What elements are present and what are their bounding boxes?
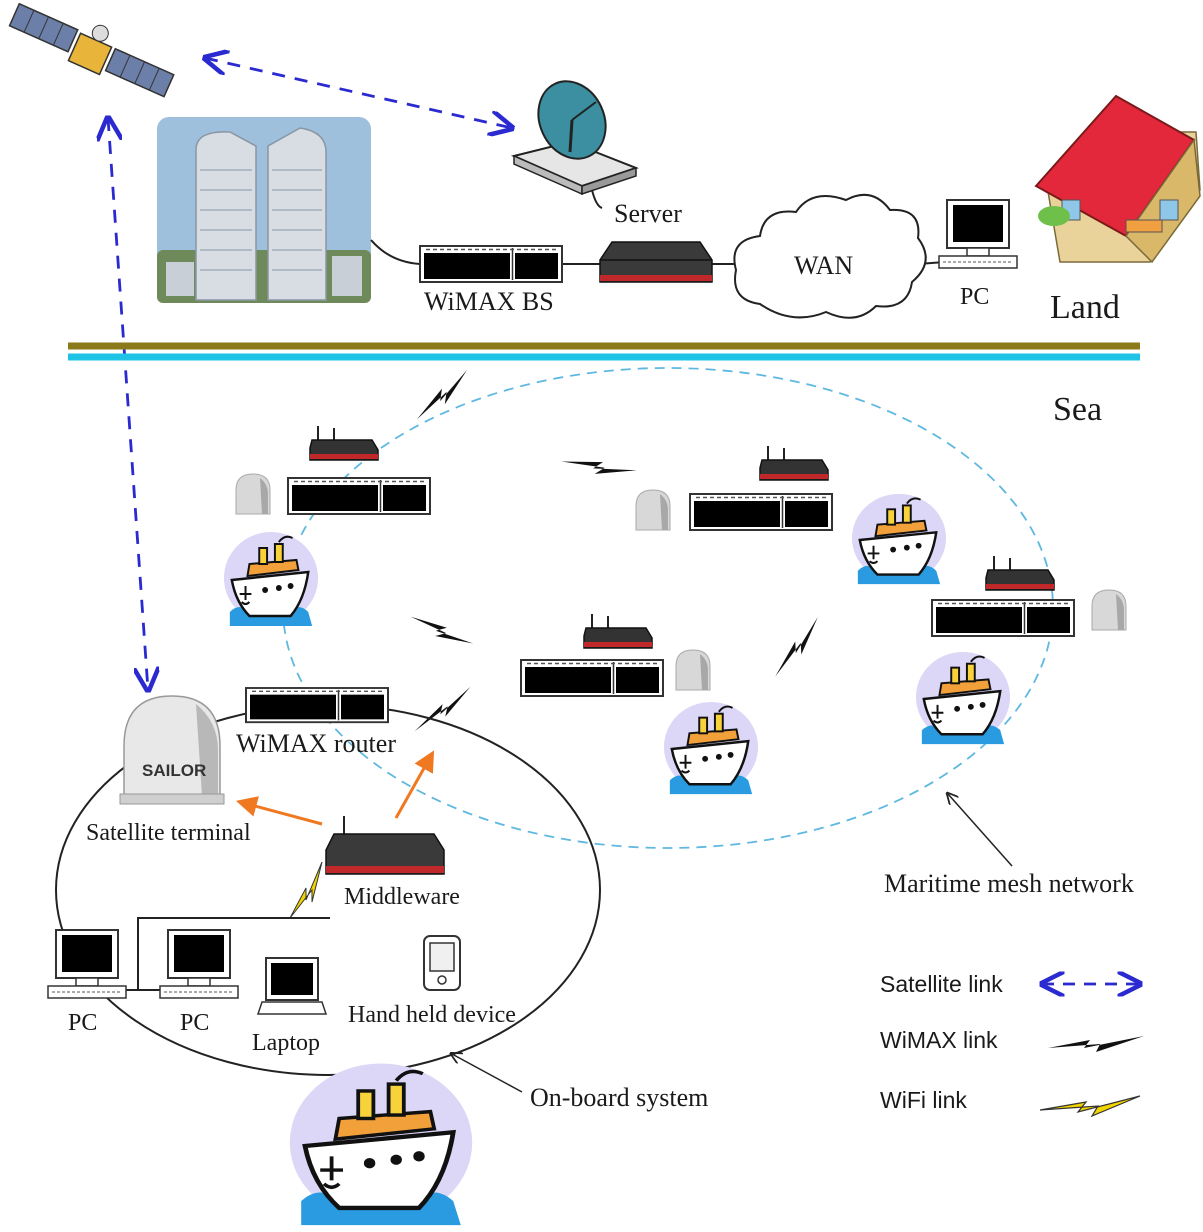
- wimax-bs-label: WiMAX BS: [424, 287, 554, 316]
- server-label: Server: [614, 199, 682, 228]
- wimax-router-icon-node1: [287, 477, 431, 515]
- maritime-mesh-pointer: [948, 794, 1013, 867]
- office-building-icon: [157, 117, 371, 303]
- land-label: Land: [1050, 289, 1120, 326]
- router-icon-node1: [309, 425, 379, 461]
- wimax-router-icon-node3: [520, 659, 664, 697]
- middleware-icon: [325, 816, 445, 875]
- onboard-pc-label-1: PC: [68, 1010, 97, 1036]
- house-icon: [1034, 94, 1201, 264]
- legend-wifi-link-label: WiFi link: [880, 1087, 967, 1113]
- wimax-link-router-node3: [408, 686, 478, 732]
- middleware-label: Middleware: [344, 884, 460, 910]
- onboard-system-pointer: [452, 1054, 523, 1093]
- wimax-router-icon-node4: [931, 599, 1075, 637]
- legend-wimax-link-symbol: [1048, 1036, 1144, 1052]
- handheld-device-icon: [423, 935, 461, 991]
- handheld-device-label: Hand held device: [348, 1002, 516, 1028]
- sea-label: Sea: [1053, 391, 1102, 428]
- laptop-label: Laptop: [252, 1030, 320, 1056]
- onboard-pc-icon-1: [47, 929, 127, 999]
- wimax-bs-icon: [419, 245, 563, 283]
- wimax-link-node3-node4: [760, 617, 834, 677]
- land-pc-icon: [938, 199, 1018, 269]
- legend-wimax-link-label: WiMAX link: [880, 1027, 998, 1053]
- wimax-router-label: WiMAX router: [236, 729, 396, 758]
- satellite-terminal-radome-icon: [119, 695, 225, 805]
- laptop-icon: [256, 957, 328, 1015]
- land-pc-label: PC: [960, 284, 989, 310]
- satellite-link-station: [205, 58, 512, 128]
- satellite-icon: [8, 2, 175, 98]
- ship-icon-node1: [222, 530, 320, 628]
- legend: Satellite link WiMAX link WiFi link: [880, 971, 1144, 1118]
- sailor-logo: SAILOR: [142, 761, 206, 780]
- maritime-mesh-label: Maritime mesh network: [884, 869, 1134, 898]
- radome-icon-node4: [1091, 589, 1127, 631]
- satellite-link-ship: [108, 118, 148, 690]
- cloud-icon: [733, 193, 927, 319]
- wimax-link-node1-node3: [410, 596, 474, 665]
- ship-icon-node4: [914, 650, 1012, 746]
- server-icon: [599, 241, 713, 283]
- radome-icon-node1: [235, 473, 271, 515]
- wan-label: WAN: [794, 251, 853, 280]
- middleware-to-satellite-terminal-arrow: [235, 796, 323, 826]
- legend-satellite-link-label: Satellite link: [880, 971, 1003, 997]
- wifi-link-laptop: [289, 861, 323, 919]
- radome-icon-node3: [675, 649, 711, 691]
- onboard-ship-icon: [290, 1063, 472, 1225]
- radome-icon-node2: [635, 489, 671, 531]
- router-icon-node3: [583, 613, 653, 649]
- legend-wifi-link-symbol: [1039, 1095, 1141, 1118]
- router-icon-node4: [985, 555, 1055, 591]
- onboard-system-label: On-board system: [530, 1083, 708, 1112]
- wimax-link-node1-node2: [561, 432, 637, 500]
- wimax-link-bs-node1: [410, 369, 475, 420]
- ground-station-dish-icon: [510, 80, 639, 209]
- wimax-router-icon-node2: [689, 493, 833, 531]
- satellite-terminal-label: Satellite terminal: [86, 820, 251, 846]
- ship-icon-node2: [850, 492, 948, 586]
- onboard-pc-icon-2: [159, 929, 239, 999]
- middleware-to-wimax-router-arrow: [394, 750, 435, 819]
- onboard-wimax-router-icon: [245, 687, 389, 724]
- router-icon-node2: [759, 445, 829, 481]
- onboard-pc-label-2: PC: [180, 1010, 209, 1036]
- ship-icon-node3: [662, 700, 760, 796]
